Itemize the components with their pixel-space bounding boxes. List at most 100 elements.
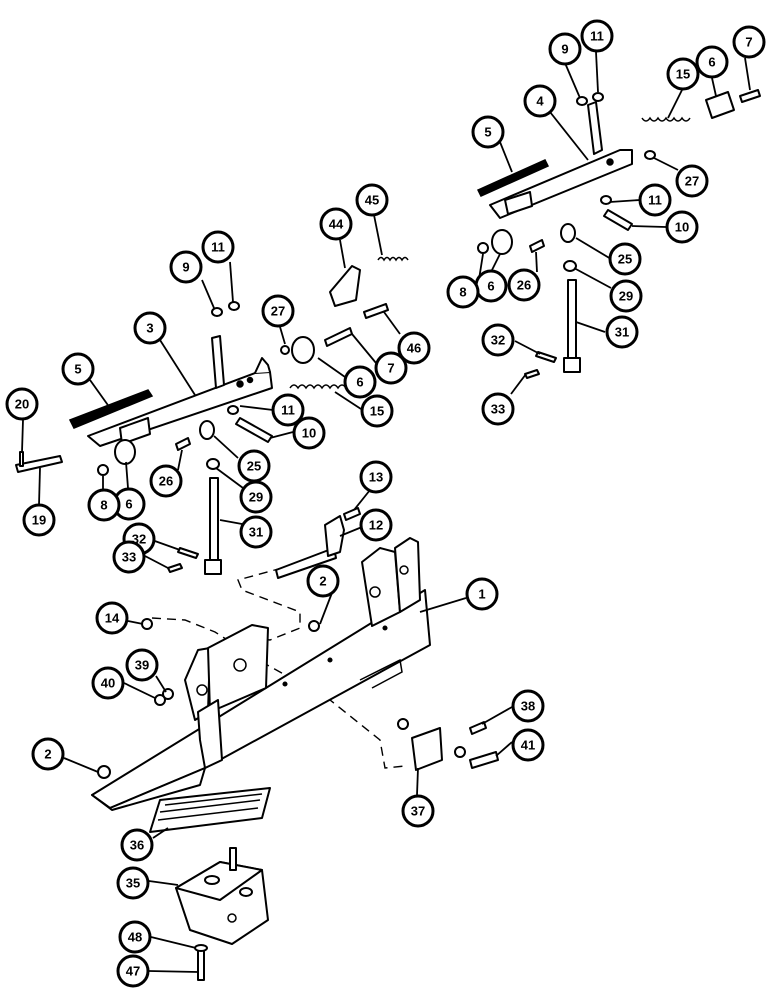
rod-right-end xyxy=(563,357,581,373)
callout-5: 5 xyxy=(471,115,505,149)
svg-text:6: 6 xyxy=(708,55,715,70)
callout-9: 9 xyxy=(548,32,582,66)
svg-text:8: 8 xyxy=(100,498,107,513)
bolt-left xyxy=(235,417,273,443)
callout-38: 38 xyxy=(511,689,545,723)
callout-8: 8 xyxy=(446,275,480,309)
callout-25: 25 xyxy=(608,242,642,276)
svg-text:48: 48 xyxy=(128,930,142,945)
svg-text:33: 33 xyxy=(491,402,505,417)
svg-text:44: 44 xyxy=(329,217,344,232)
callout-4: 4 xyxy=(523,84,557,118)
bushing-left xyxy=(291,336,315,364)
callout-44: 44 xyxy=(319,207,353,241)
callout-41: 41 xyxy=(511,728,545,762)
callout-29: 29 xyxy=(239,480,273,514)
spring-right xyxy=(641,116,691,122)
callout-5: 5 xyxy=(61,352,95,386)
bolt-right xyxy=(603,209,633,231)
svg-text:2: 2 xyxy=(44,747,51,762)
cotter-pin-20 xyxy=(19,451,24,467)
svg-text:19: 19 xyxy=(32,513,46,528)
callout-39: 39 xyxy=(125,648,159,682)
callout-7: 7 xyxy=(374,351,408,385)
svg-text:27: 27 xyxy=(685,174,699,189)
svg-text:25: 25 xyxy=(618,252,632,267)
svg-text:31: 31 xyxy=(249,525,263,540)
callout-37: 37 xyxy=(401,794,435,828)
svg-text:11: 11 xyxy=(590,29,604,44)
wear-plate xyxy=(149,787,271,833)
callout-6: 6 xyxy=(695,45,729,79)
callout-31: 31 xyxy=(605,315,639,349)
small-hardware xyxy=(97,89,761,779)
callout-36: 36 xyxy=(120,828,154,862)
callout-11: 11 xyxy=(638,183,672,217)
callout-2: 2 xyxy=(31,737,65,771)
callout-33: 33 xyxy=(112,540,146,574)
svg-text:39: 39 xyxy=(135,658,149,673)
spring-small xyxy=(377,256,409,262)
callout-13: 13 xyxy=(359,460,393,494)
callout-15: 15 xyxy=(666,57,700,91)
valve-body xyxy=(175,847,269,981)
callout-3: 3 xyxy=(133,311,167,345)
svg-text:6: 6 xyxy=(356,375,363,390)
callout-25: 25 xyxy=(237,449,271,483)
callout-33: 33 xyxy=(481,392,515,426)
callout-14: 14 xyxy=(95,601,129,635)
callout-9: 9 xyxy=(169,250,203,284)
bushing-left-pedal xyxy=(114,439,136,465)
callout-2: 2 xyxy=(306,564,340,598)
callout-35: 35 xyxy=(116,866,150,900)
svg-text:11: 11 xyxy=(648,193,662,208)
svg-text:26: 26 xyxy=(159,474,173,489)
svg-text:9: 9 xyxy=(561,42,568,57)
bushing-right-pedal xyxy=(491,229,513,255)
svg-text:14: 14 xyxy=(105,611,120,626)
svg-text:15: 15 xyxy=(370,404,384,419)
callout-31: 31 xyxy=(239,515,273,549)
callout-27: 27 xyxy=(261,294,295,328)
callout-10: 10 xyxy=(665,210,699,244)
svg-text:5: 5 xyxy=(74,362,81,377)
svg-text:9: 9 xyxy=(182,260,189,275)
callout-7: 7 xyxy=(732,25,766,59)
callout-20: 20 xyxy=(5,387,39,421)
svg-text:7: 7 xyxy=(745,35,752,50)
left-pedal-arm xyxy=(68,335,273,447)
svg-text:7: 7 xyxy=(387,361,394,376)
svg-text:36: 36 xyxy=(130,838,144,853)
svg-text:8: 8 xyxy=(459,285,466,300)
callout-8: 8 xyxy=(87,488,121,522)
svg-text:13: 13 xyxy=(369,470,383,485)
svg-text:6: 6 xyxy=(487,279,494,294)
svg-text:12: 12 xyxy=(369,518,383,533)
callout-11: 11 xyxy=(580,19,614,53)
svg-text:10: 10 xyxy=(675,220,689,235)
callout-15: 15 xyxy=(360,394,394,428)
svg-text:6: 6 xyxy=(125,497,132,512)
part-illustrations xyxy=(15,89,761,981)
rod-left xyxy=(209,477,219,571)
right-pedal-arm xyxy=(476,101,633,219)
callout-11: 11 xyxy=(201,230,235,264)
svg-text:41: 41 xyxy=(521,738,535,753)
svg-text:25: 25 xyxy=(247,459,261,474)
svg-text:27: 27 xyxy=(271,304,285,319)
svg-text:5: 5 xyxy=(484,125,491,140)
callout-19: 19 xyxy=(22,503,56,537)
callout-12: 12 xyxy=(359,508,393,542)
callout-6: 6 xyxy=(343,365,377,399)
svg-text:47: 47 xyxy=(126,964,140,979)
cross-shaft xyxy=(275,547,337,579)
svg-text:31: 31 xyxy=(615,325,629,340)
svg-text:29: 29 xyxy=(619,289,633,304)
svg-text:2: 2 xyxy=(319,574,326,589)
callout-46: 46 xyxy=(397,331,431,365)
svg-text:20: 20 xyxy=(15,397,29,412)
svg-text:10: 10 xyxy=(302,426,316,441)
bushing-right xyxy=(705,91,735,119)
pedal-bracket xyxy=(329,265,361,307)
callout-32: 32 xyxy=(481,323,515,357)
